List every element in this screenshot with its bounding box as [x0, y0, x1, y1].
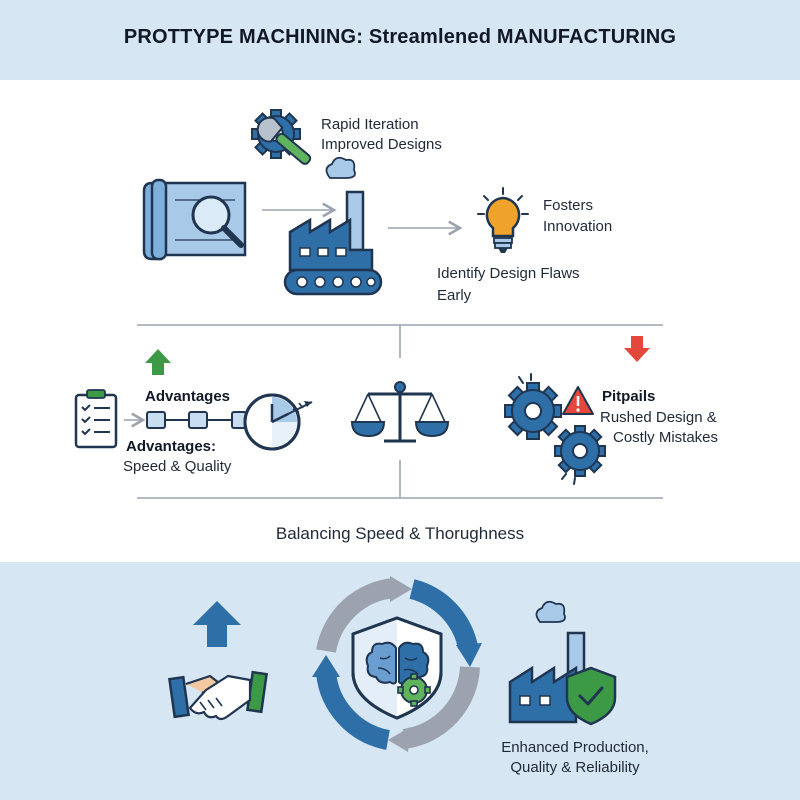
factory-icon — [283, 156, 383, 296]
balance-caption: Balancing Speed & Thorughness — [275, 524, 525, 543]
handshake-icon — [168, 670, 268, 721]
identify-flaws-label: Identify Design Flaws — [437, 265, 580, 282]
section-divider-lines — [137, 324, 663, 499]
advantage-up-arrow-icon — [145, 349, 171, 375]
gear-wrench-icon — [251, 109, 312, 165]
growth-up-arrow-icon — [193, 601, 241, 647]
improved-designs-label: Improved Designs — [321, 136, 442, 153]
lightbulb-icon — [477, 187, 529, 253]
cycle-arrows-icon — [312, 576, 482, 752]
outcome-line2: Quality & Reliability — [510, 759, 640, 776]
outcome-line1: Enhanced Production, — [501, 739, 649, 756]
advantages-heading: Advantages — [145, 388, 231, 405]
rapid-iteration-label: Rapid Iteration — [321, 116, 419, 133]
gears-warning-icon — [504, 373, 606, 485]
balance-scale-icon — [350, 381, 450, 443]
page-title: PROTTYPE MACHINING: Streamlened MANUFACT… — [123, 26, 677, 48]
shield-brain-icon — [351, 616, 443, 720]
factory-check-shield-icon — [508, 600, 617, 726]
pitfalls-heading: Pitpails — [602, 388, 656, 405]
innovation-label: Innovation — [543, 218, 613, 235]
blueprint-magnifier-icon — [142, 178, 247, 261]
advantages-detail: Speed & Quality — [123, 458, 232, 475]
clock-target-icon — [243, 393, 313, 451]
fosters-label: Fosters — [543, 197, 594, 214]
pitfalls-detail-line2: Costly Mistakes — [613, 429, 719, 446]
process-steps-icon — [146, 411, 247, 429]
clipboard-checklist-icon — [74, 389, 118, 449]
pitfall-down-arrow-icon — [624, 336, 650, 362]
pitfalls-detail-line1: Rushed Design & — [600, 409, 717, 426]
title-band — [0, 0, 800, 80]
advantages-label: Advantages: — [126, 438, 217, 455]
early-label: Early — [437, 287, 472, 304]
